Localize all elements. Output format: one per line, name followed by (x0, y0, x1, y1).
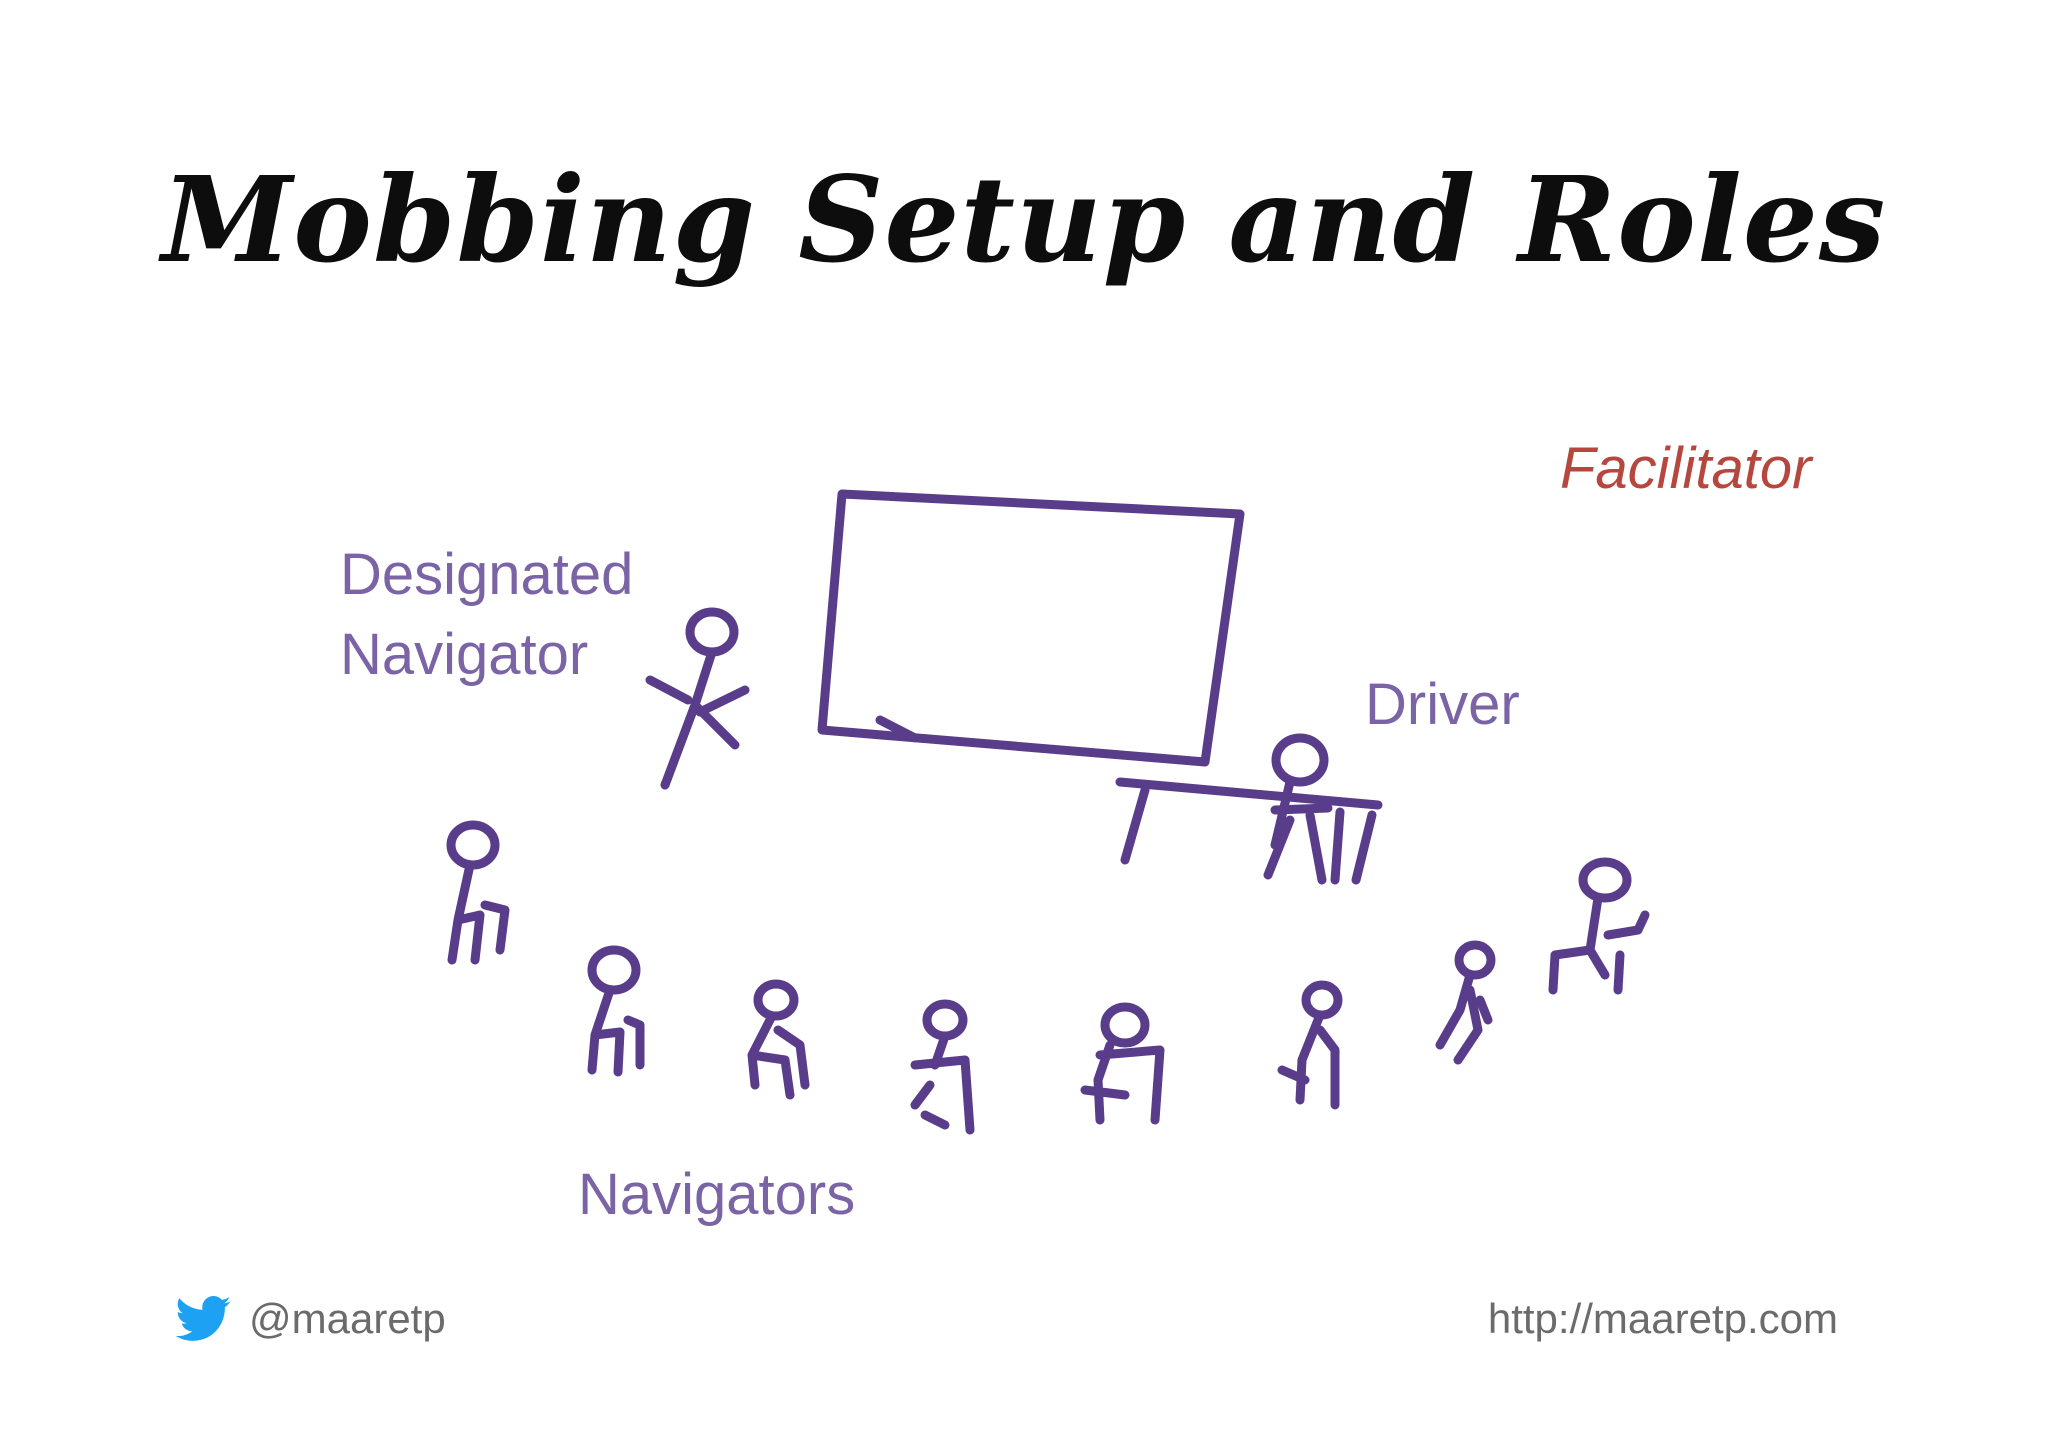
screen (817, 489, 1245, 767)
facilitator-label: Facilitator (1560, 436, 1812, 501)
navigator-figure-1 (446, 820, 510, 965)
navigator-figure-7 (1435, 940, 1496, 1065)
navigator-figure-4 (910, 999, 975, 1135)
twitter-footer: @maaretp (175, 1295, 446, 1343)
twitter-handle: @maaretp (249, 1295, 446, 1342)
designated-navigator-line2: Navigator (340, 622, 589, 687)
navigators-label: Navigators (578, 1162, 856, 1227)
designated-navigator-label: Designated Navigator (340, 535, 633, 695)
driver-figure (1263, 733, 1345, 885)
twitter-bird-icon (175, 1296, 231, 1341)
navigator-figure-3 (747, 979, 810, 1100)
navigator-figure-2 (587, 945, 645, 1077)
driver-label: Driver (1365, 672, 1520, 737)
navigator-figure-8 (1548, 857, 1650, 995)
slide-title: Mobbing Setup and Roles (161, 150, 1887, 289)
website-url[interactable]: http://maaretp.com (1487, 1295, 1838, 1342)
driver-desk (1115, 777, 1383, 885)
designated-navigator-figure (645, 607, 750, 790)
navigator-figure-5 (1080, 1002, 1165, 1125)
designated-navigator-line1: Designated (340, 542, 634, 607)
navigator-figure-6 (1277, 980, 1343, 1110)
